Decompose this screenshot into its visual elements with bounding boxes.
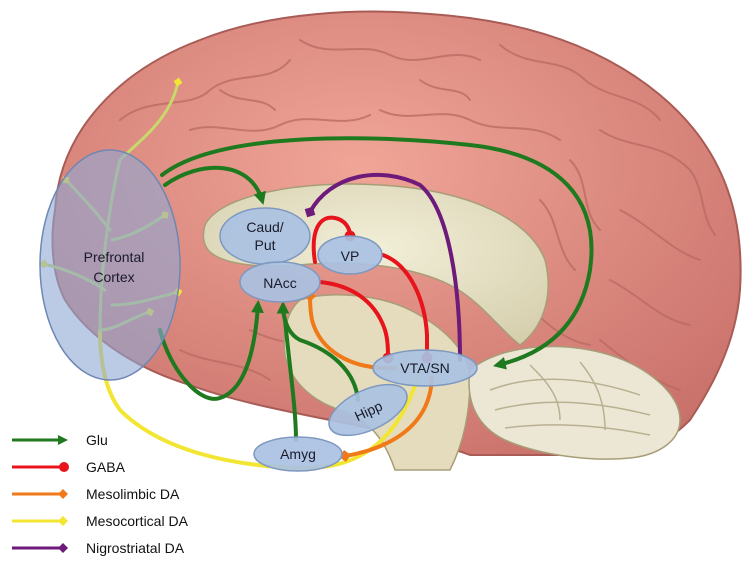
vta-sn-region <box>372 349 478 387</box>
legend-item: Nigrostriatal DA <box>12 540 185 556</box>
regions <box>39 149 478 472</box>
nacc-label: NAcc <box>263 275 296 291</box>
legend-item: Glu <box>12 432 108 448</box>
caud-put-label-line2: Put <box>254 237 275 253</box>
hipp-region <box>328 383 408 437</box>
brain-illustration <box>51 10 742 471</box>
nigrostriatal-pathway <box>304 172 462 362</box>
brainstem <box>283 294 471 471</box>
mesocortical-pathway <box>98 328 422 471</box>
vp-region <box>317 235 383 275</box>
glu-pfc-to-vta <box>160 136 594 370</box>
vta-sn-label: VTA/SN <box>400 360 450 376</box>
legend-label: Mesocortical DA <box>86 513 189 529</box>
caud-put-label-line1: Caud/ <box>246 219 283 235</box>
legend-label: Nigrostriatal DA <box>86 540 185 556</box>
legend-label: GABA <box>86 459 126 475</box>
legend-diamond-icon <box>58 516 68 526</box>
amyg-region <box>253 436 343 472</box>
mesolimbic-vta-to-nacc <box>304 290 397 371</box>
amyg-label: Amyg <box>280 446 316 462</box>
legend-arrow-icon <box>58 435 68 445</box>
legend-dot-icon <box>59 462 69 472</box>
vp-label: VP <box>341 248 360 264</box>
legend-item: Mesolimbic DA <box>12 486 180 502</box>
prefrontal-label-line1: Prefrontal <box>84 249 145 265</box>
gaba-nacc-to-vp <box>311 215 356 264</box>
glu-hipp-to-nacc <box>281 308 360 402</box>
mesolimbic-vta-to-amyg <box>339 376 434 462</box>
glu-pfc-to-caud <box>163 165 266 205</box>
caud-put-region <box>219 207 311 265</box>
legend-label: Glu <box>86 432 108 448</box>
gaba-nacc-to-vta <box>318 280 394 364</box>
cerebellum-folia <box>489 361 651 436</box>
legend-diamond-icon <box>58 489 68 499</box>
pathways <box>39 77 594 471</box>
gyri-texture <box>119 39 716 391</box>
prefrontal-label-line2: Cortex <box>93 269 134 285</box>
legend-item: Mesocortical DA <box>12 513 189 529</box>
glu-pfc-to-nacc <box>158 299 264 401</box>
nacc-region <box>239 261 321 303</box>
legend-label: Mesolimbic DA <box>86 486 180 502</box>
prefrontal-cortex-region <box>39 149 181 381</box>
legend-item: GABA <box>12 459 126 475</box>
legend-diamond-icon <box>58 543 68 553</box>
